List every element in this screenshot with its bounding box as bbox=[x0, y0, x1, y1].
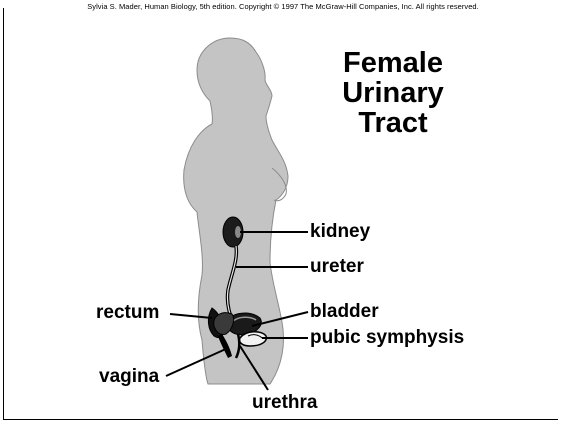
diagram-title: Female Urinary Tract bbox=[318, 48, 468, 138]
label-bladder: bladder bbox=[310, 302, 379, 322]
label-urethra: urethra bbox=[252, 393, 317, 413]
title-line-2: Urinary bbox=[318, 78, 468, 108]
label-pubic-symphysis: pubic symphysis bbox=[310, 328, 464, 348]
title-line-3: Tract bbox=[318, 108, 468, 138]
label-kidney: kidney bbox=[310, 222, 370, 242]
label-vagina: vagina bbox=[99, 367, 159, 387]
label-rectum: rectum bbox=[96, 303, 159, 323]
label-ureter: ureter bbox=[310, 257, 364, 277]
title-line-1: Female bbox=[318, 48, 468, 78]
